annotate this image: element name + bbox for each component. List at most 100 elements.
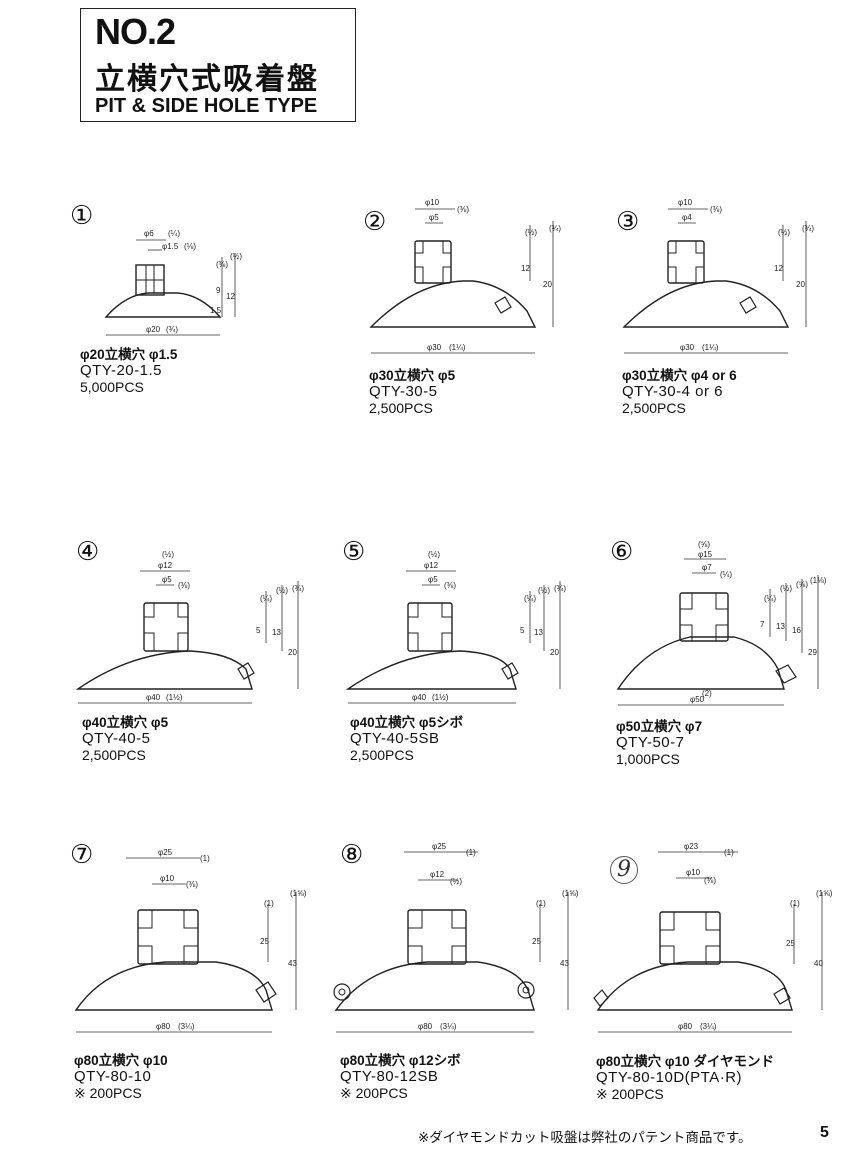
dim-label: (1⅝) <box>562 889 579 898</box>
dim-label: φ25 <box>432 842 447 851</box>
dim-label: (¼) <box>524 594 536 603</box>
item-name: φ20立横穴 φ1.5 <box>80 347 178 362</box>
item-label: φ30立横穴 φ4 or 6 QTY-30-4 or 6 2,500PCS <box>622 368 737 416</box>
item-name: φ80立横穴 φ10 ダイヤモンド <box>596 1054 774 1069</box>
item-code: QTY-40-5SB <box>350 730 440 747</box>
item-marker: ③ <box>616 207 640 237</box>
dim-label: φ12 <box>430 870 445 879</box>
dim-label: φ15 <box>698 550 713 559</box>
dim-label: 9 <box>216 286 221 295</box>
suction-cup-drawing: φ10 (⅜) φ5 12 20 (½) (¾) φ30 (1¼) <box>369 198 561 354</box>
dim-label: φ80 <box>418 1022 433 1031</box>
suction-cup-drawing: (½) φ12 φ5 (⅜) 5 13 20 (¼) (½) (¾) φ40 (… <box>345 550 566 704</box>
item-code: QTY-20-1.5 <box>80 362 162 379</box>
dim-label: (⅜) <box>186 880 198 889</box>
footer-note: ※ダイヤモンドカット吸盤は弊社のパテント商品です。 <box>418 1130 752 1146</box>
product-item-7: ⑦ φ25 (1) φ10 (⅜) 25 43 (1) (1⅝) φ80 (3¼… <box>66 838 326 1118</box>
dim-label: 12 <box>226 292 235 301</box>
item-marker: ⑥ <box>610 537 634 567</box>
item-label: φ30立横穴 φ5 QTY-30-5 2,500PCS <box>369 368 455 416</box>
dim-label: (⅜) <box>216 260 228 269</box>
dim-label: (1¼) <box>702 343 719 352</box>
dim-label: φ5 <box>429 213 439 222</box>
dim-label: (1) <box>724 848 734 857</box>
product-item-1: ① φ6 (¼) φ1.5 (⅛) 1.5 9 12 (⅜) (½) φ20 (… <box>70 195 310 415</box>
item-qty: ※ 200PCS <box>340 1085 408 1101</box>
item-marker-text: 9 <box>617 857 631 882</box>
dim-label: (3¼) <box>440 1022 457 1031</box>
dim-label: (½) <box>780 584 792 593</box>
suction-cup-drawing: φ25 (1) φ10 (⅜) 25 43 (1) (1⅝) φ80 (3¼) <box>74 848 307 1033</box>
dim-label: 16 <box>792 626 801 635</box>
dim-label: (½) <box>525 228 537 237</box>
dim-label: (¾) <box>549 224 561 233</box>
dim-label: (1) <box>264 899 274 908</box>
product-item-4: ④ (½) φ12 φ5 (⅜) 5 13 20 (¼) (½) (¾) φ40… <box>70 535 330 775</box>
dim-label: φ7 <box>702 563 712 572</box>
dim-label: 20 <box>550 648 559 657</box>
dim-label: φ6 <box>144 229 154 238</box>
dim-label: 29 <box>808 648 817 657</box>
item-code: QTY-30-5 <box>369 383 438 400</box>
item-qty: 1,000PCS <box>616 751 680 767</box>
dim-label: (⅜) <box>704 876 716 885</box>
dim-label: (1½) <box>432 693 449 702</box>
dim-label: 25 <box>532 937 541 946</box>
item-marker: ② <box>363 207 387 237</box>
dim-label: φ12 <box>158 561 173 570</box>
page-number: 5 <box>820 1124 829 1141</box>
dim-label: (1⅝) <box>290 889 307 898</box>
dim-label: (⅝) <box>796 580 808 589</box>
dim-label: (1½) <box>166 693 183 702</box>
dim-label: 12 <box>774 264 783 273</box>
suction-cup-drawing: φ25 (1) φ12 (½) 25 43 (1) (1⅝) φ80 (3¼) <box>333 842 579 1033</box>
item-qty: 2,500PCS <box>369 400 433 416</box>
item-marker: 9 <box>610 856 638 884</box>
dim-label: 20 <box>288 648 297 657</box>
dim-label: φ25 <box>158 848 173 857</box>
dim-label: φ10 <box>678 198 693 207</box>
suction-cup-drawing: (⅝) φ15 φ7 (¼) 7 13 16 29 (¼) (½) (⅝) (1… <box>616 540 827 706</box>
dim-label: φ40 <box>146 693 161 702</box>
dim-label: φ80 <box>156 1022 171 1031</box>
dim-label: (½) <box>162 550 174 559</box>
dim-label: (½) <box>428 550 440 559</box>
dim-label: (1¼) <box>449 343 466 352</box>
dim-label: (⅛) <box>184 242 196 251</box>
item-marker: ④ <box>76 537 100 567</box>
dim-label: (½) <box>538 586 550 595</box>
catalog-number: NO.2 <box>95 11 176 52</box>
item-code: QTY-50-7 <box>616 734 685 751</box>
item-label: φ50立横穴 φ7 QTY-50-7 1,000PCS <box>616 719 702 767</box>
dim-label: (1) <box>200 854 210 863</box>
dim-label: 13 <box>272 628 281 637</box>
dim-label: 20 <box>796 280 805 289</box>
dim-label: 5 <box>256 626 261 635</box>
suction-cup-drawing: (½) φ12 φ5 (⅜) 5 13 20 (¼) (½) (¾) φ40 (… <box>75 550 304 704</box>
dim-label: (¼) <box>168 229 180 238</box>
dim-label: (3¼) <box>178 1022 195 1031</box>
item-code: QTY-30-4 or 6 <box>622 383 723 400</box>
dim-label: 7 <box>760 620 765 629</box>
item-name: φ80立横穴 φ10 <box>74 1053 168 1068</box>
item-label: φ40立横穴 φ5シボ QTY-40-5SB 2,500PCS <box>350 715 463 763</box>
suction-cup-drawing: φ6 (¼) φ1.5 (⅛) 1.5 9 12 (⅜) (½) φ20 (¾) <box>104 229 242 336</box>
dim-label: φ50 <box>690 695 705 704</box>
dim-label: (¾) <box>802 224 814 233</box>
product-item-8: ⑧ φ25 (1) φ12 (½) 25 43 (1) (1⅝) φ80 (3¼… <box>328 838 598 1118</box>
title-box: NO.2 立横穴式吸着盤 PIT & SIDE HOLE TYPE <box>80 8 356 122</box>
dim-label: 43 <box>560 959 569 968</box>
item-label: φ80立横穴 φ10 ダイヤモンド QTY-80-10D(PTA·R) ※ 20… <box>596 1054 774 1102</box>
item-name: φ30立横穴 φ4 or 6 <box>622 368 737 383</box>
page-title-en: PIT & SIDE HOLE TYPE <box>95 95 318 117</box>
item-label: φ40立横穴 φ5 QTY-40-5 2,500PCS <box>82 715 168 763</box>
dim-label: (⅜) <box>710 205 722 214</box>
item-code: QTY-40-5 <box>82 730 151 747</box>
item-qty: ※ 200PCS <box>74 1085 142 1101</box>
dim-label: (1) <box>536 899 546 908</box>
dim-label: (2) <box>702 689 712 698</box>
dim-label: (⅜) <box>444 581 456 590</box>
item-name: φ40立横穴 φ5 <box>82 715 169 730</box>
dim-label: 13 <box>534 628 543 637</box>
dim-label: (¾) <box>166 325 178 334</box>
